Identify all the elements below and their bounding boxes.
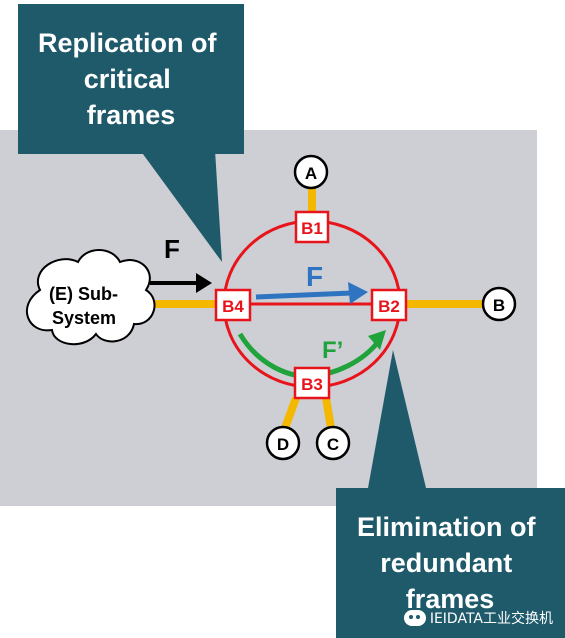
link-b3-endpoint-c [322, 397, 335, 429]
endpoint-d[interactable]: D [265, 425, 301, 461]
node-b4-label: B4 [222, 297, 244, 316]
callout-elimination-line2: redundant [380, 548, 512, 578]
endpoint-b-label: B [493, 296, 505, 315]
endpoint-c[interactable]: C [315, 425, 351, 461]
callout-elimination: Elimination of redundant frames [336, 488, 565, 638]
endpoint-a[interactable]: A [293, 154, 329, 190]
endpoint-b[interactable]: B [481, 286, 517, 322]
incoming-frame-label: F [164, 234, 180, 264]
blue-frame-arrow [255, 282, 368, 304]
callout-elimination-line1: Elimination of [357, 512, 537, 542]
link-b3-endpoint-d [281, 396, 300, 430]
node-b2[interactable]: B2 [370, 288, 408, 322]
wechat-icon [403, 610, 426, 626]
callout-elimination-line3: frames [406, 584, 495, 614]
green-frame-label: F’ [322, 337, 343, 364]
node-b1[interactable]: B1 [294, 210, 330, 244]
watermark: IEIDATA工业交换机 [403, 608, 553, 628]
svg-text:Elimination of redundant: Elimination of redundant frames [357, 512, 543, 614]
node-b1-label: B1 [301, 219, 323, 238]
svg-text:Replication of critical: Replication of critical frames [38, 28, 224, 130]
callout-replication-line3: frames [87, 100, 176, 130]
endpoint-d-label: D [277, 435, 289, 454]
subsystem-cloud: (E) Sub- System [25, 249, 156, 346]
endpoint-c-label: C [327, 435, 339, 454]
callout-replication: Replication of critical frames [18, 4, 244, 262]
node-b4[interactable]: B4 [214, 288, 252, 322]
svg-text:(E) Sub- System: (E) Sub- System [49, 284, 123, 328]
callout-replication-line1: Replication of [38, 28, 218, 58]
callout-replication-line2: critical [84, 64, 171, 94]
blue-frame-label: F [306, 261, 323, 292]
node-b3[interactable]: B3 [293, 366, 331, 400]
node-b3-label: B3 [301, 375, 323, 394]
watermark-text: IEIDATA工业交换机 [429, 611, 553, 627]
callout-elimination-tail [368, 350, 426, 488]
endpoint-a-label: A [305, 164, 317, 183]
incoming-frame-arrow [150, 273, 212, 293]
cloud-line2: System [52, 308, 116, 328]
cloud-line1: (E) Sub- [49, 284, 118, 304]
node-b2-label: B2 [378, 297, 400, 316]
